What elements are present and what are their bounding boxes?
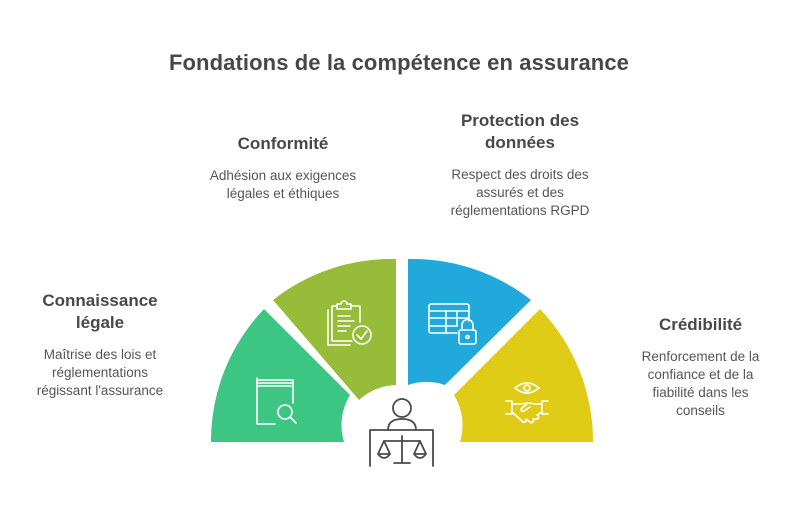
item-heading: Crédibilité (603, 314, 798, 336)
description-line: assurés et des (476, 185, 564, 200)
item-heading: Protection des données (420, 110, 620, 154)
item-description: Adhésion aux exigences légales et éthiqu… (183, 167, 383, 203)
description-line: conseils (676, 403, 725, 418)
heading-line: Connaissance (42, 291, 158, 310)
page-title: Fondations de la compétence en assurance (168, 50, 630, 75)
clipboard-check-icon (327, 300, 372, 346)
item-heading: Conformité (183, 133, 383, 155)
heading-line: données (485, 133, 555, 152)
segment-credibility (454, 309, 594, 442)
heading-line: Crédibilité (658, 315, 743, 334)
description-line: régissant l'assurance (36, 383, 164, 398)
description-line: réglementations (51, 365, 149, 380)
description-line: confiance et de la (647, 367, 754, 382)
heading-line: Protection des (460, 111, 580, 130)
description-line: Respect des droits des (451, 167, 589, 182)
judge-scales-icon (369, 398, 434, 467)
item-legal-knowledge: Connaissance légale Maîtrise des lois et… (0, 290, 200, 400)
segment-compliance (273, 258, 396, 400)
description-line: légales et éthiques (226, 186, 340, 201)
eye-handshake-icon (505, 382, 549, 424)
description-line: Adhésion aux exigences (209, 168, 357, 183)
item-description: Renforcement de la confiance et de la fi… (603, 348, 798, 420)
description-line: Renforcement de la (641, 349, 760, 364)
description-line: réglementations RGPD (450, 203, 590, 218)
segment-legal-knowledge (210, 309, 350, 442)
heading-line: légale (75, 313, 125, 332)
segment-data-protection (408, 258, 531, 385)
heading-line: Conformité (237, 134, 329, 153)
item-heading: Connaissance légale (0, 290, 200, 334)
table-lock-icon (428, 303, 477, 345)
item-compliance: Conformité Adhésion aux exigences légale… (183, 133, 383, 203)
item-description: Maîtrise des lois et réglementations rég… (0, 346, 200, 400)
description-line: Maîtrise des lois et (43, 347, 157, 362)
item-credibility: Crédibilité Renforcement de la confiance… (603, 314, 798, 420)
item-data-protection: Protection des données Respect des droit… (420, 110, 620, 220)
description-line: fiabilité dans les (652, 385, 749, 400)
item-description: Respect des droits des assurés et des ré… (420, 166, 620, 220)
book-search-icon (256, 377, 297, 425)
